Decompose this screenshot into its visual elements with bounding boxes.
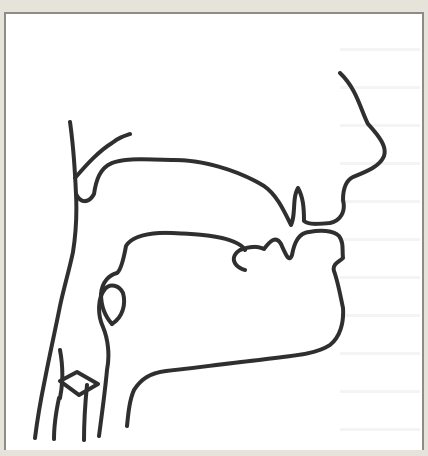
larynx-marker xyxy=(60,350,98,398)
nasal-cavity-outline xyxy=(70,73,385,225)
posterior-pharyngeal-wall xyxy=(35,194,76,438)
tongue-and-palate-outline xyxy=(127,231,343,426)
